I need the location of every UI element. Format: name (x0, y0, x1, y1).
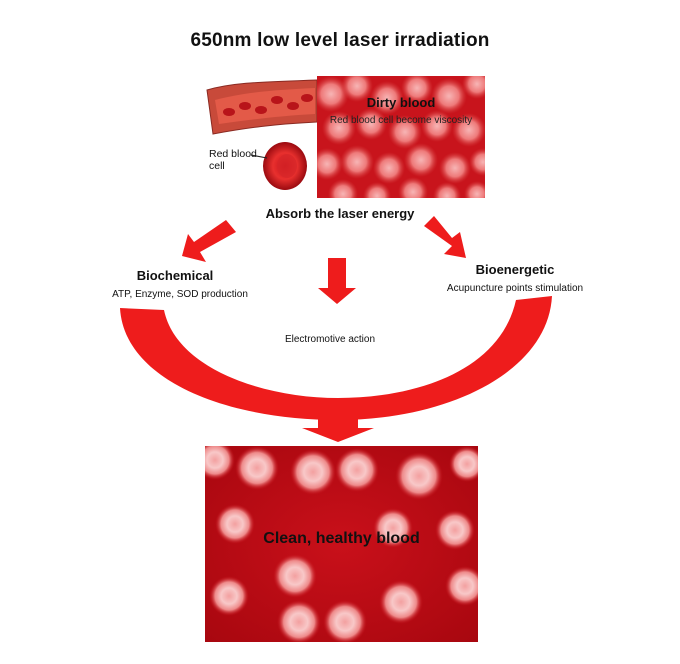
curved-arc (120, 296, 552, 420)
blood-vessel-illustration (206, 79, 317, 190)
bottom-arrow (302, 414, 374, 442)
diagram-title: 650nm low level laser irradiation (190, 30, 490, 51)
dirty-blood-subtitle: Red blood cell become viscosity (329, 115, 473, 126)
clean-blood-label: Clean, healthy blood (263, 530, 420, 547)
bioenergetic-title: Bioenergetic (475, 262, 555, 277)
red-blood-cell-label: Red blood cell (209, 148, 257, 172)
bioenergetic-subtitle: Acupuncture points stimulation (446, 283, 584, 294)
dirty-blood-title: Dirty blood (366, 95, 436, 110)
center-arrow (318, 258, 356, 304)
clean-blood-image (205, 446, 478, 642)
biochemical-subtitle: ATP, Enzyme, SOD production (112, 289, 248, 300)
absorb-laser-label: Absorb the laser energy (265, 206, 415, 221)
biochemical-title: Biochemical (136, 268, 214, 283)
electromotive-label: Electromotive action (284, 334, 376, 345)
right-arrow (424, 216, 466, 258)
dirty-blood-image (317, 76, 485, 198)
left-arrow (182, 220, 236, 262)
